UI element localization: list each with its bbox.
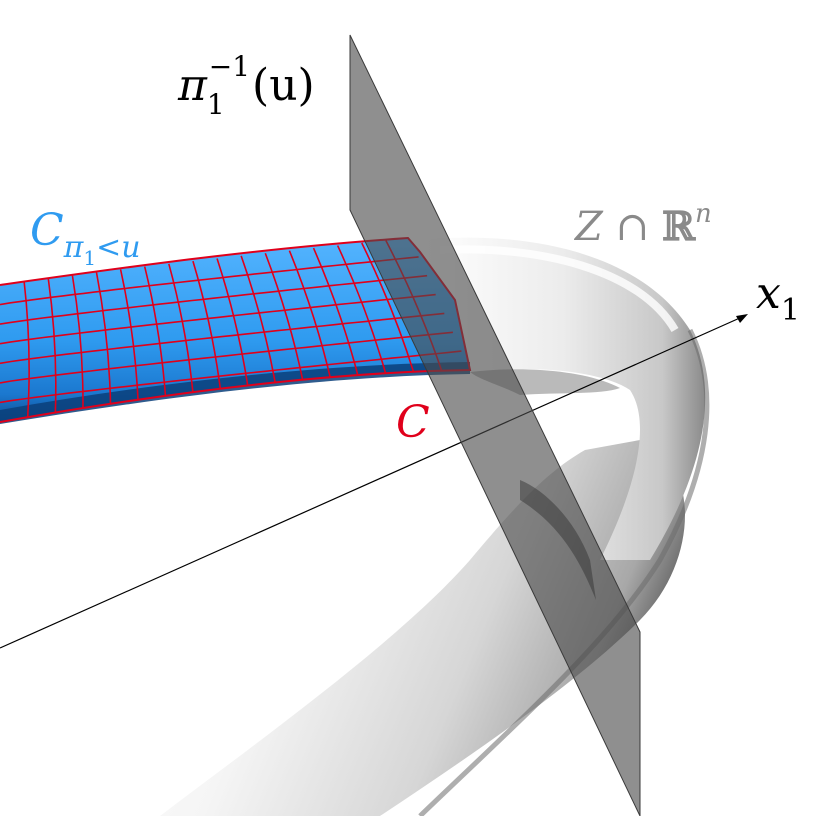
fiber-plane [349, 34, 641, 816]
grid-line [23, 281, 30, 418]
grid-line [312, 247, 361, 382]
grid-line [0, 350, 462, 404]
region-label: Cπ1<u [30, 205, 141, 270]
grid-line [264, 252, 305, 388]
grid-line [192, 260, 222, 396]
tube-highlight [439, 245, 679, 333]
x1-axis-label: x1 [756, 268, 800, 328]
tube-bend [420, 237, 706, 560]
grid-line [143, 266, 167, 402]
region-c-pi1-less-u [0, 236, 472, 424]
region-grid [0, 240, 462, 418]
grid-line [240, 255, 278, 390]
grid-line [168, 263, 195, 399]
tube-rim [418, 328, 710, 816]
fiber-label: π1−1(u) [177, 50, 315, 121]
grid-line [0, 312, 445, 365]
grid-line [216, 258, 250, 393]
grid-line [119, 269, 140, 405]
grid-line [0, 256, 419, 306]
grid-line [71, 275, 84, 412]
grid-line [336, 245, 388, 379]
grid-line [0, 331, 453, 384]
variety-label: Z ∩ ℝn [573, 199, 712, 250]
region-underside [0, 362, 470, 424]
grid-line [0, 293, 436, 345]
grid-line [361, 242, 416, 376]
x1-axis [0, 314, 748, 649]
grid-line [95, 272, 112, 408]
grid-line [288, 250, 333, 385]
grid-line [0, 274, 428, 325]
grid-line [47, 278, 57, 415]
curve-label: C [396, 397, 430, 448]
